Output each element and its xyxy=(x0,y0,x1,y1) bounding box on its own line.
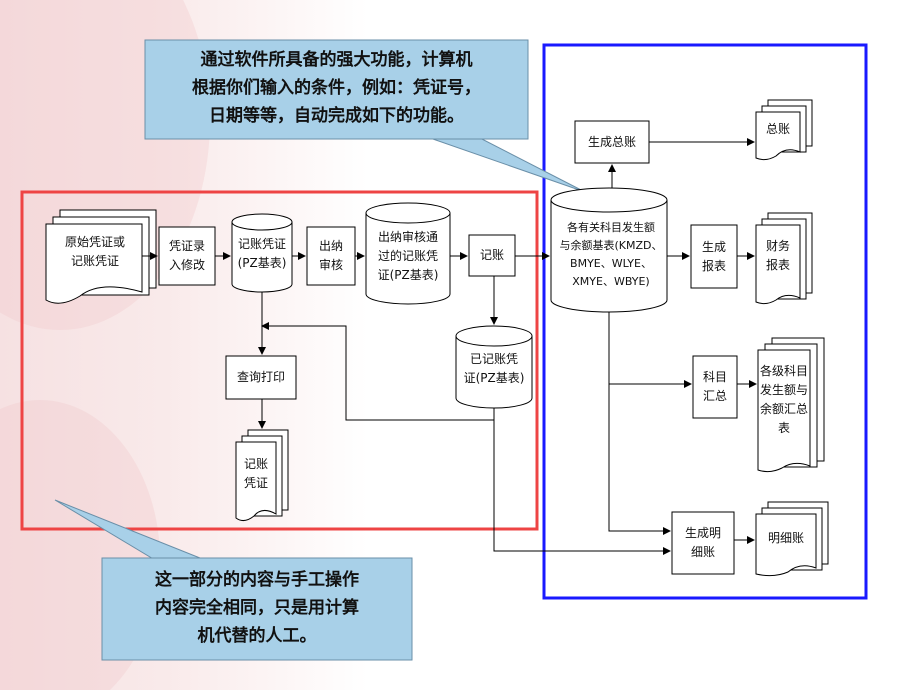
voucher-db-shape xyxy=(231,213,293,293)
detail-doc xyxy=(755,501,829,577)
computer-section-frame xyxy=(542,43,868,600)
cashier-audit-box xyxy=(306,226,356,286)
callout-top-text: 通过软件所具备的强大功能，计算机 根据你们输入的条件，例如：凭证号， 日期等等，… xyxy=(192,50,481,126)
source-voucher-label: 原始凭证或 记账凭证 xyxy=(64,235,125,268)
gen-report-label: 生成 报表 xyxy=(701,239,726,273)
balance-db-label: 各有关科目发生额 与余额基表(KMZD、 BMYE、WLYE、 XMYE、WBY… xyxy=(559,221,663,288)
callout-bottom xyxy=(54,499,413,661)
voucher-doc-label: 记账 凭证 xyxy=(243,457,268,490)
voucher-entry-label: 凭证录 入修改 xyxy=(168,239,205,272)
audited-db-shape xyxy=(365,202,451,305)
report-doc-label: 财务 报表 xyxy=(765,239,790,272)
gen-detail-box xyxy=(671,511,735,575)
summary-box xyxy=(692,355,738,419)
summary-doc-label: 各级科目 发生额与 余额汇总 表 xyxy=(759,364,808,435)
voucher-doc xyxy=(235,429,289,522)
ledger-doc-label: 总账 xyxy=(765,121,790,136)
gen-report-box xyxy=(690,224,738,289)
report-doc xyxy=(755,212,813,305)
voucher-db-label: 记账凭证 (PZ基表) xyxy=(237,237,287,270)
gen-detail-label: 生成明 细账 xyxy=(684,526,721,559)
audited-db-label: 出纳审核通 过的记账凭 证(PZ基表) xyxy=(377,229,439,282)
posted-db-label: 已记账凭 证(PZ基表) xyxy=(463,352,525,385)
balance-db-shape xyxy=(550,187,668,313)
detail-doc-label: 明细账 xyxy=(767,530,804,545)
cashier-audit-label: 出纳 审核 xyxy=(318,239,343,272)
ledger-doc xyxy=(755,99,813,161)
source-voucher-doc xyxy=(45,209,157,304)
posted-db-shape xyxy=(455,325,533,409)
manual-section-frame xyxy=(20,190,539,531)
gen-ledger-label: 生成总账 xyxy=(587,134,636,149)
query-print-box xyxy=(225,355,297,400)
voucher-entry-box xyxy=(158,226,216,286)
callout-top xyxy=(144,39,586,193)
gen-ledger-box xyxy=(574,120,650,164)
callout-bottom-text: 这一部分的内容与手工操作 内容完全相同，只是用计算 机代替的人工。 xyxy=(155,570,359,646)
summary-label: 科目 汇总 xyxy=(702,370,727,403)
summary-doc xyxy=(757,337,825,473)
query-print-label: 查询打印 xyxy=(236,370,285,384)
post-box xyxy=(468,234,516,277)
post-label: 记账 xyxy=(479,248,504,262)
